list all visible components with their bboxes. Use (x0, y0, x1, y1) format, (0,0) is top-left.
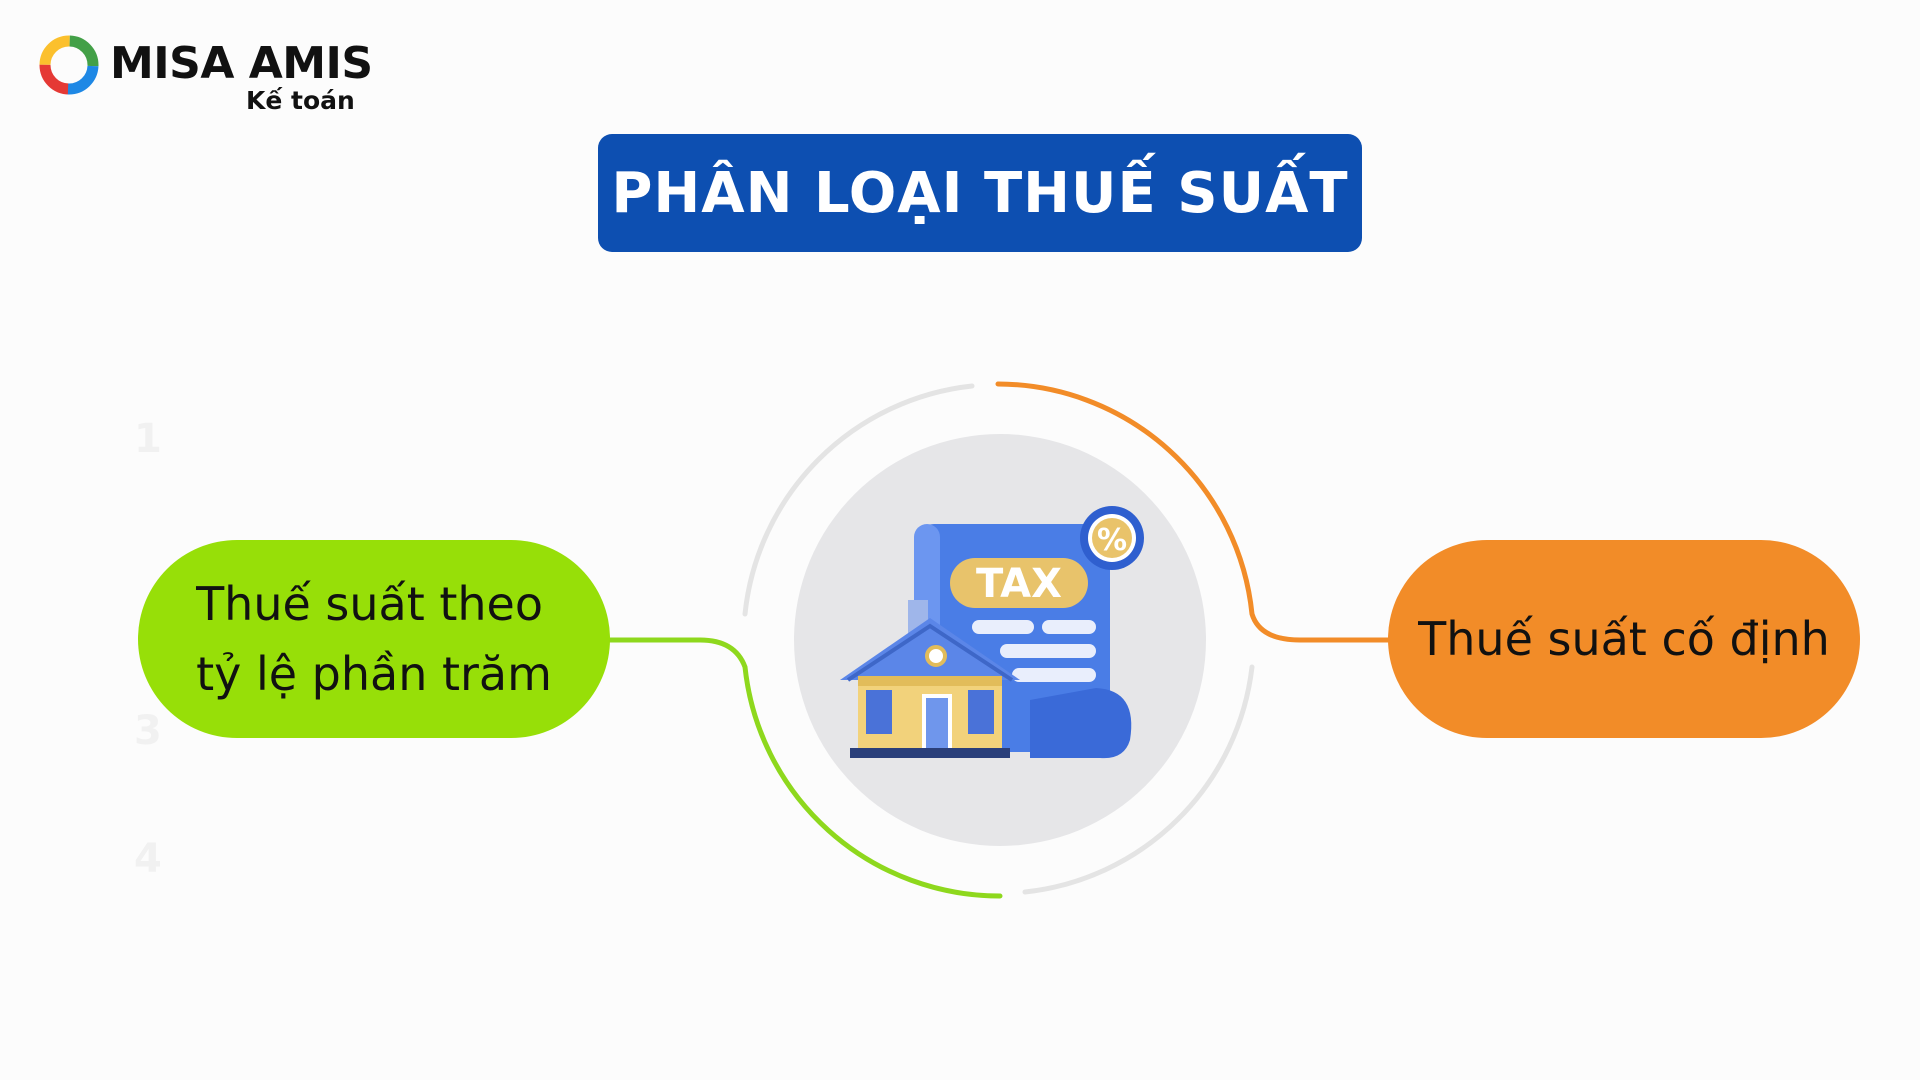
branch-fixed-rate-label: Thuế suất cố định (1418, 612, 1830, 666)
brand-logo: MISA AMIS Kế toán (36, 28, 373, 118)
branch-percentage-rate-label: Thuế suất theo tỷ lệ phần trăm (196, 569, 552, 709)
percent-symbol: % (1097, 523, 1127, 558)
tax-badge-text: TAX (976, 561, 1062, 607)
misa-swirl-logo-icon (39, 35, 99, 95)
branch-percentage-rate-line-2: tỷ lệ phần trăm (196, 647, 552, 701)
ring-arc-gray-bottom (1022, 664, 1255, 895)
branch-percentage-rate: Thuế suất theo tỷ lệ phần trăm (138, 540, 610, 738)
ring-arc-orange (995, 381, 1393, 643)
ghost-mark-3: 3 (134, 708, 162, 754)
branch-percentage-rate-line-1: Thuế suất theo (196, 577, 543, 631)
page-title: PHÂN LOẠI THUẾ SUẤT (611, 160, 1349, 226)
brand-name: MISA AMIS (110, 38, 373, 89)
brand-subtitle: Kế toán (246, 86, 355, 115)
ghost-mark-4: 4 (134, 836, 162, 882)
house-icon (840, 600, 1020, 758)
ring-arc-gray-top (742, 383, 975, 617)
title-banner: PHÂN LOẠI THUẾ SUẤT (598, 134, 1362, 252)
branch-fixed-rate: Thuế suất cố định (1388, 540, 1860, 738)
ghost-mark-1: 1 (134, 416, 162, 462)
tax-badge (950, 558, 1088, 608)
ring-arc-green (603, 637, 1003, 899)
